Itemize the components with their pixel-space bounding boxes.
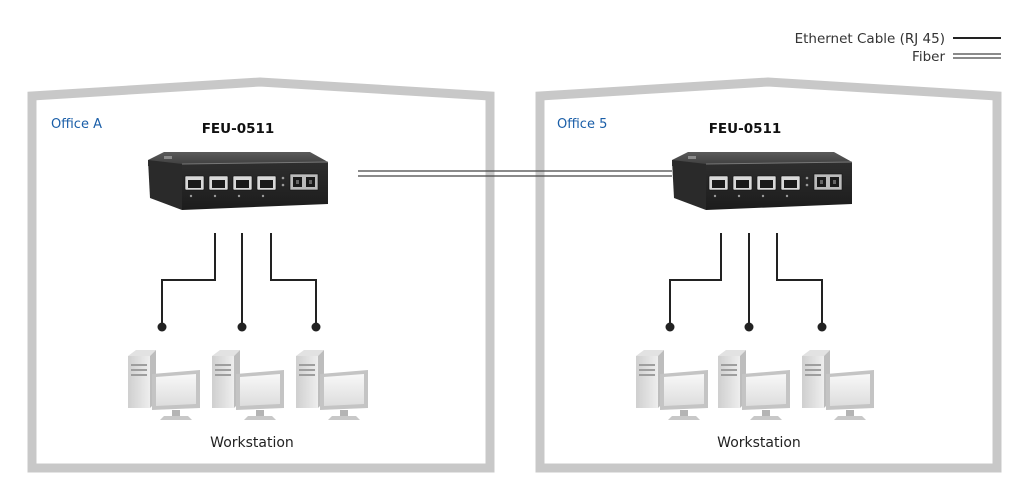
office-a-cable-endpoints — [157, 322, 321, 332]
office-a-workstations — [128, 350, 368, 420]
office-5-label: Office 5 — [557, 117, 607, 132]
office-5-cable-endpoints — [665, 322, 827, 332]
office-a-device-label: FEU-0511 — [202, 121, 275, 137]
office-a-ethernet-cables — [161, 233, 317, 326]
workstation-icon — [296, 350, 368, 420]
fiber-link — [358, 170, 672, 177]
workstation-icon — [802, 350, 874, 420]
workstation-icon — [636, 350, 708, 420]
office-5-workstations — [636, 350, 874, 420]
office-5-building — [535, 77, 1002, 473]
office-a-workstation-label: Workstation — [210, 435, 294, 451]
office-a-label: Office A — [51, 117, 102, 132]
office-5-device-label: FEU-0511 — [709, 121, 782, 137]
office-a-building — [27, 77, 495, 473]
legend-fiber-label: Fiber — [912, 49, 945, 65]
legend-fiber-line — [953, 53, 1001, 59]
workstation-icon — [128, 350, 200, 420]
office-a-switch — [147, 151, 329, 211]
office-5-switch — [671, 151, 853, 211]
workstation-icon — [718, 350, 790, 420]
office-5-ethernet-cables — [669, 233, 823, 326]
workstation-icon — [212, 350, 284, 420]
office-5-workstation-label: Workstation — [717, 435, 801, 451]
legend-ethernet-label: Ethernet Cable (RJ 45) — [795, 31, 945, 47]
